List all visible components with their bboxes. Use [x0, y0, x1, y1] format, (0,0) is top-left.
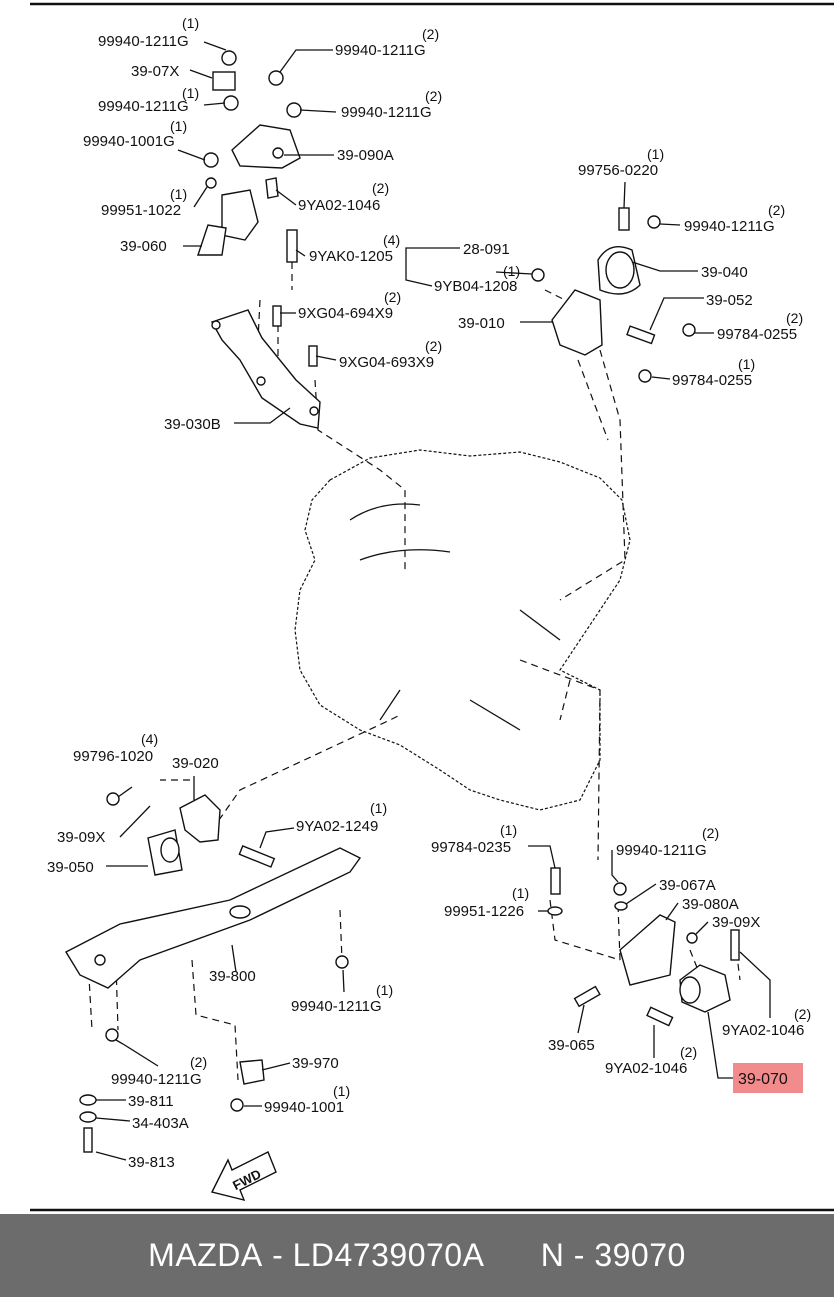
label-qty: (1) — [182, 85, 199, 101]
label-qty: (2) — [422, 26, 439, 42]
label-part[interactable]: 9XG04-693X9 — [339, 354, 434, 371]
footer-part-number: LD4739070A — [292, 1237, 485, 1273]
lower-left-hardware — [79, 1028, 265, 1153]
label-part[interactable]: 99784-0255 — [717, 326, 797, 343]
label-part[interactable]: 99940-1001G — [83, 133, 175, 150]
label-part[interactable]: 39-010 — [458, 315, 505, 332]
label-qty: (2) — [768, 202, 785, 218]
label-part[interactable]: 99784-0255 — [672, 372, 752, 389]
label-qty: (4) — [383, 232, 400, 248]
label-part[interactable]: 39-813 — [128, 1154, 175, 1171]
callout-labels: (1) 99940-1211G 39-07X (1) 99940-1211G (… — [47, 15, 811, 1171]
dashed-leaders — [87, 262, 741, 1081]
label-part[interactable]: 9YA02-1249 — [296, 818, 378, 835]
label-part[interactable]: 39-07X — [131, 63, 179, 80]
label-qty: (2) — [425, 88, 442, 104]
label-part[interactable]: 9YA02-1046 — [722, 1022, 804, 1039]
label-qty: (2) — [680, 1044, 697, 1060]
label-part[interactable]: 99756-0220 — [578, 162, 658, 179]
label-part[interactable]: 39-067A — [659, 877, 716, 894]
label-part[interactable]: 99951-1226 — [444, 903, 524, 920]
right-upper-mount — [531, 207, 696, 383]
label-part[interactable]: 39-09X — [57, 829, 105, 846]
label-part[interactable]: 9YAK0-1205 — [309, 248, 393, 265]
label-qty: (1) — [500, 822, 517, 838]
parts-diagram: FWD — [30, 2, 834, 1212]
label-part[interactable]: 39-030B — [164, 416, 221, 433]
label-part[interactable]: 34-403A — [132, 1115, 189, 1132]
label-qty: (2) — [786, 310, 803, 326]
label-part[interactable]: 9YA02-1046 — [298, 197, 380, 214]
footer-brand: MAZDA — [148, 1237, 263, 1273]
label-part[interactable]: 39-811 — [128, 1093, 174, 1110]
label-part[interactable]: 39-065 — [548, 1037, 595, 1054]
label-qty: (1) — [647, 146, 664, 162]
footer-gap — [484, 1237, 540, 1274]
label-part[interactable]: 99796-1020 — [73, 748, 153, 765]
label-part[interactable]: 99940-1211G — [111, 1071, 202, 1088]
label-part[interactable]: 39-060 — [120, 238, 167, 255]
label-part[interactable]: 39-020 — [172, 755, 219, 772]
label-qty: (2) — [702, 825, 719, 841]
label-qty: (1) — [170, 118, 187, 134]
label-qty: (2) — [372, 180, 389, 196]
label-part[interactable]: 99940-1211G — [98, 33, 189, 50]
label-qty: (1) — [370, 800, 387, 816]
label-qty: (1) — [333, 1083, 350, 1099]
label-part[interactable]: 99940-1211G — [291, 998, 382, 1015]
right-lower-mount — [547, 867, 740, 1027]
label-part[interactable]: 99940-1211G — [341, 104, 432, 121]
footer-code: N - 39070 — [540, 1237, 686, 1273]
label-qty: (1) — [376, 982, 393, 998]
callout-leaders — [95, 41, 771, 1161]
label-part[interactable]: 9YB04-1208 — [434, 278, 517, 295]
upper-left-mount — [197, 50, 302, 263]
highlight-box — [733, 1063, 803, 1093]
label-qty: (1) — [738, 356, 755, 372]
highlighted-part-label[interactable]: 39-070 — [738, 1071, 788, 1088]
label-part[interactable]: 99940-1211G — [335, 42, 426, 59]
left-lower-mount — [106, 792, 276, 876]
label-qty: (1) — [503, 263, 520, 279]
label-part[interactable]: 39-970 — [292, 1055, 339, 1072]
label-part[interactable]: 39-080A — [682, 896, 739, 913]
label-part[interactable]: 99951-1022 — [101, 202, 181, 219]
label-qty: (1) — [512, 885, 529, 901]
label-part[interactable]: 99784-0235 — [431, 839, 511, 856]
label-part[interactable]: 39-800 — [209, 968, 256, 985]
label-part[interactable]: 39-090A — [337, 147, 394, 164]
label-part[interactable]: 99940-1211G — [616, 842, 707, 859]
engine-block — [294, 449, 631, 811]
label-qty: (2) — [794, 1006, 811, 1022]
label-part[interactable]: 9YA02-1046 — [605, 1060, 687, 1077]
label-qty: (1) — [170, 186, 187, 202]
forward-arrow: FWD — [210, 1151, 277, 1202]
label-part[interactable]: 99940-1001 — [264, 1099, 344, 1116]
crossmember-39-800 — [65, 847, 362, 989]
label-qty: (4) — [141, 731, 158, 747]
label-part[interactable]: 39-050 — [47, 859, 94, 876]
footer-separator: - — [262, 1237, 293, 1273]
bracket-39-030b — [210, 305, 321, 429]
label-qty: (2) — [190, 1054, 207, 1070]
label-qty: (2) — [425, 338, 442, 354]
part-info-footer: MAZDA - LD4739070A N - 39070 — [0, 1214, 834, 1297]
label-part[interactable]: 99940-1211G — [684, 218, 775, 235]
label-part[interactable]: 9XG04-694X9 — [298, 305, 393, 322]
label-part[interactable]: 99940-1211G — [98, 98, 189, 115]
label-qty: (1) — [182, 15, 199, 31]
cap-39-07x — [212, 71, 236, 91]
label-part[interactable]: 39-040 — [701, 264, 748, 281]
label-part[interactable]: 39-09X — [712, 914, 760, 931]
label-qty: (2) — [384, 289, 401, 305]
label-part[interactable]: 39-052 — [706, 292, 753, 309]
label-part[interactable]: 28-091 — [463, 241, 510, 258]
